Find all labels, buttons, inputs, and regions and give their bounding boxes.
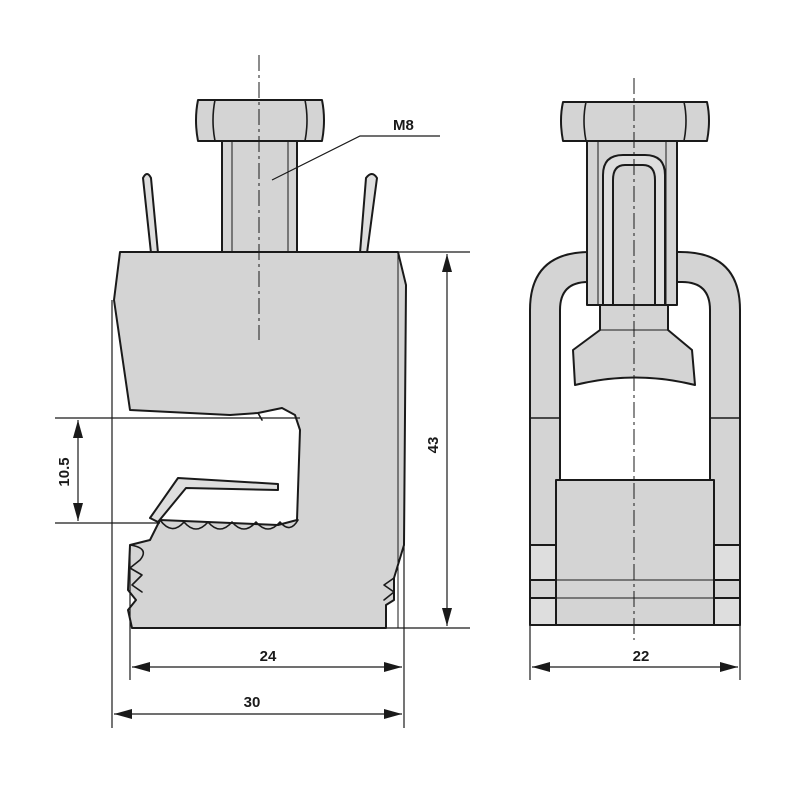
body-height-label: 43 (425, 437, 442, 454)
stirrup-frame (529, 251, 741, 626)
height-arrow-top (442, 254, 452, 272)
thread-leader-line (271, 135, 440, 181)
outer-width-arrow-left (114, 709, 132, 719)
side-view (529, 101, 741, 626)
serrated-jaw (159, 519, 299, 530)
side-lower-block (555, 479, 715, 626)
notch-left-1 (529, 544, 557, 581)
side-hex-face-left (583, 101, 587, 142)
right-spring-clip (359, 173, 378, 254)
inner-width-arrow-right (384, 662, 402, 672)
hex-head (195, 99, 325, 142)
slot-arrow-top (73, 420, 83, 438)
notch-right-2 (713, 597, 741, 626)
side-width-label: 22 (633, 648, 650, 665)
side-width-arrow-right (720, 662, 738, 672)
lower-right-detail (383, 577, 395, 601)
clamp-body (113, 251, 407, 629)
notch-right-1 (713, 544, 741, 581)
slot-arrow-bottom (73, 503, 83, 521)
slot-depth-line (257, 412, 263, 421)
outer-width-arrow-right (384, 709, 402, 719)
notch-left-2 (529, 597, 557, 626)
slot-height-label: 10.5 (56, 457, 73, 486)
hex-head-face-left (212, 99, 216, 142)
lower-left-detail (129, 544, 145, 593)
side-pressure-piece (572, 304, 696, 386)
pressure-plate (149, 477, 279, 523)
outer-width-label: 30 (244, 694, 261, 711)
inner-width-label: 24 (260, 648, 277, 665)
thread-label: M8 (393, 117, 414, 134)
dimensions: M8 10.5 43 24 30 22 (55, 117, 741, 728)
left-spring-clip (142, 173, 159, 254)
front-view (113, 99, 407, 629)
side-width-arrow-left (532, 662, 550, 672)
side-hex-face-right (683, 101, 687, 142)
side-hex-head (560, 101, 710, 142)
height-arrow-bottom (442, 608, 452, 626)
hex-head-face-right (304, 99, 308, 142)
inner-width-arrow-left (132, 662, 150, 672)
